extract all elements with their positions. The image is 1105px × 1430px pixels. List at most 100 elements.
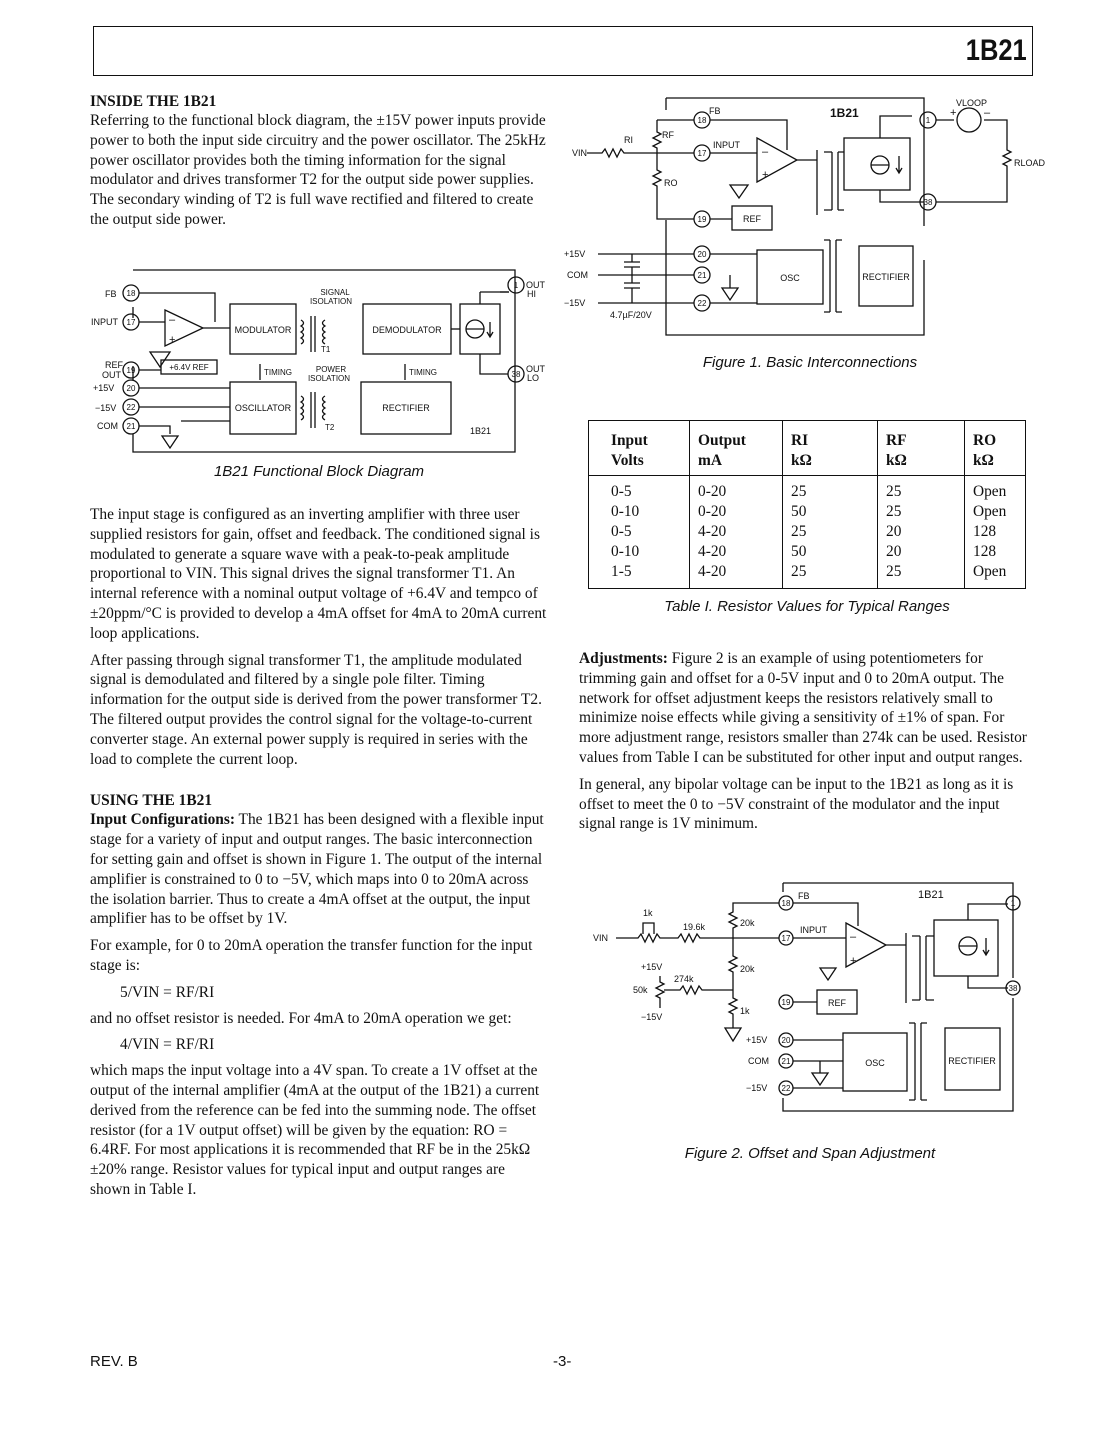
out-hi-label-2: HI	[527, 289, 536, 299]
fig1-vloop-label: VLOOP	[956, 98, 987, 108]
fig2-p15-label: +15V	[746, 1035, 767, 1045]
t1-core	[310, 316, 316, 352]
pin-num-17: 17	[127, 318, 136, 327]
svg-text:19: 19	[782, 998, 791, 1007]
fig1-cap-label: 4.7µF/20V	[610, 310, 652, 320]
power-label: POWER	[316, 365, 346, 374]
equation-2: 4/VIN = RF/RI	[120, 1036, 215, 1054]
fig1-ref-label: REF	[743, 214, 762, 224]
demodulator-label: DEMODULATOR	[372, 325, 442, 335]
out-lo-label-1: OUT	[526, 364, 546, 374]
fig2-m15-label: −15V	[746, 1083, 767, 1093]
svg-text:22: 22	[782, 1084, 791, 1093]
svg-text:1: 1	[1011, 899, 1016, 908]
svg-text:17: 17	[698, 149, 707, 158]
svg-text:21: 21	[698, 271, 707, 280]
input-config-label: Input Configurations:	[90, 811, 235, 829]
fig2-1k-top-label: 1k	[643, 908, 653, 918]
adjustments-text: Figure 2 is an example of using potentio…	[579, 650, 1027, 766]
svg-text:18: 18	[782, 899, 791, 908]
svg-text:19: 19	[698, 215, 707, 224]
fig2-20k-mid-label: 20k	[740, 964, 755, 974]
example-paragraph: For example, for 0 to 20mA operation the…	[90, 937, 533, 974]
t2-label: T2	[325, 423, 335, 432]
inside-heading: INSIDE THE 1B21	[90, 93, 217, 110]
out-hi-label-1: OUT	[526, 280, 546, 290]
modulator-block	[229, 303, 297, 355]
svg-text:–: –	[762, 146, 769, 158]
block-diagram-caption: 1B21 Functional Block Diagram	[213, 463, 425, 480]
pin-num-19: 19	[127, 366, 136, 375]
fig2-1k-bot-label: 1k	[740, 1006, 750, 1016]
svg-text:22: 22	[698, 299, 707, 308]
svg-text:20: 20	[698, 250, 707, 259]
svg-text:+: +	[762, 169, 768, 181]
fig2-com-label: COM	[748, 1056, 769, 1066]
ref-block	[160, 359, 218, 375]
pin-1-circle	[507, 276, 525, 294]
fig2-196k-label: 19.6k	[683, 922, 706, 932]
svg-text:17: 17	[782, 934, 791, 943]
fig2-osc-label: OSC	[865, 1058, 885, 1068]
oscillator-label: OSCILLATOR	[235, 403, 292, 413]
pin-label-p15: +15V	[93, 383, 114, 393]
page-number: -3-	[553, 1353, 572, 1370]
fig1-vin-label: VIN	[572, 148, 587, 158]
input-config-text: The 1B21 has been designed with a flexib…	[90, 811, 544, 928]
adjustments-label: Adjustments:	[579, 650, 668, 667]
fig1-m15-label: −15V	[564, 298, 585, 308]
figure-1-schematic: 1B21 FB 18 17 19 20 21 22 INPUT – + RF V…	[564, 97, 1046, 336]
svg-text:21: 21	[782, 1057, 791, 1066]
pin-num-38: 38	[512, 370, 521, 379]
fig2-fb-label: FB	[798, 891, 810, 901]
fig1-rectifier-label: RECTIFIER	[862, 272, 910, 282]
fig1-com-label: COM	[567, 270, 588, 280]
fig2-chip-label: 1B21	[918, 889, 944, 901]
t1-secondary	[321, 319, 327, 345]
part-number-title: 1B21	[966, 34, 1027, 67]
pin-num-1: 1	[514, 281, 519, 290]
svg-text:20: 20	[782, 1036, 791, 1045]
fig1-p15-label: +15V	[564, 249, 585, 259]
header-frame	[93, 26, 1033, 76]
ref-block-label: +6.4V REF	[169, 363, 208, 372]
inside-paragraph: Referring to the functional block diagra…	[90, 112, 546, 228]
bipolar-paragraph: In general, any bipolar voltage can be i…	[579, 775, 1014, 833]
pin-label-ref: REF	[105, 360, 124, 370]
fig2-p15-pot-label: +15V	[641, 962, 662, 972]
right-text: Adjustments: Figure 2 is an example of u…	[579, 649, 1031, 841]
power-isolation-label: ISOLATION	[308, 374, 350, 383]
fig1-rload-label: RLOAD	[1014, 158, 1046, 168]
svg-text:–: –	[850, 931, 857, 943]
fig2-input-label: INPUT	[800, 925, 828, 935]
fig1-rf-label: RF	[662, 130, 674, 140]
svg-text:18: 18	[698, 116, 707, 125]
pin-num-20: 20	[127, 384, 136, 393]
figure-1-caption: Figure 1. Basic Interconnections	[702, 354, 918, 371]
fig2-20k-top-label: 20k	[740, 918, 755, 928]
pin-label-input: INPUT	[91, 317, 119, 327]
no-offset-paragraph: and no offset resistor is needed. For 4m…	[90, 1009, 512, 1027]
using-heading: USING THE 1B21	[90, 792, 213, 810]
inside-section: INSIDE THE 1B21 Referring to the functio…	[90, 92, 548, 237]
chip-outline	[665, 97, 925, 336]
pin-label-com: COM	[97, 421, 118, 431]
svg-text:+: +	[850, 955, 856, 967]
out-lo-label-2: LO	[527, 373, 539, 383]
fig1-ro-label: RO	[664, 178, 678, 188]
chip-label: 1B21	[470, 426, 491, 436]
fig1-osc-label: OSC	[780, 273, 800, 283]
opamp-triangle	[164, 308, 205, 348]
rectifier-block	[360, 381, 452, 435]
fig2-ref-label: REF	[828, 998, 847, 1008]
t1-primary	[299, 319, 305, 345]
functional-block-diagram: FB INPUT REF OUT +15V −15V COM 18 17 19 …	[91, 269, 546, 453]
